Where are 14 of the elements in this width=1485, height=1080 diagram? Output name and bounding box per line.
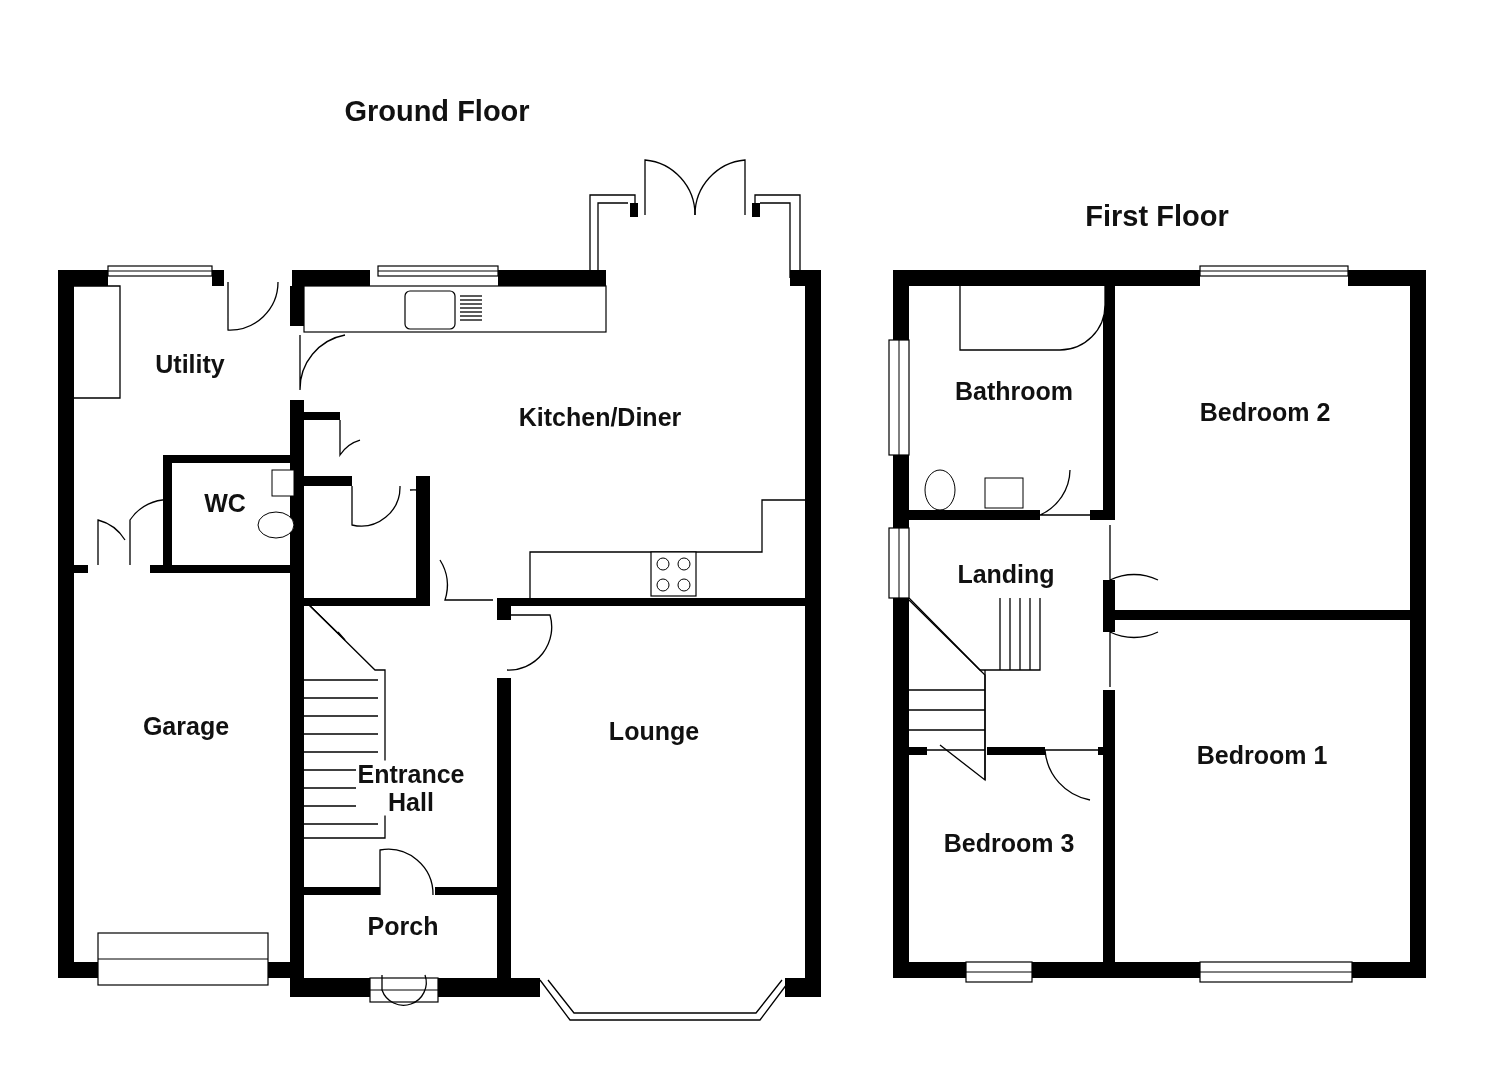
room-label: WC (175, 490, 275, 518)
floor-heading: Ground Floor (344, 94, 530, 128)
room-label: Bathroom (924, 378, 1104, 406)
room-label: Entrance Hall (356, 760, 466, 816)
room-label: Porch (328, 913, 478, 941)
floor-heading: First Floor (1085, 199, 1229, 233)
room-label: Bedroom 3 (909, 830, 1109, 858)
room-label: Garage (86, 713, 286, 741)
room-label: Kitchen/Diner (470, 404, 730, 432)
room-label: Bedroom 2 (1165, 399, 1365, 427)
room-label: Utility (90, 351, 290, 379)
room-label: Lounge (554, 718, 754, 746)
room-label: Bedroom 1 (1162, 742, 1362, 770)
room-label: Landing (926, 561, 1086, 589)
